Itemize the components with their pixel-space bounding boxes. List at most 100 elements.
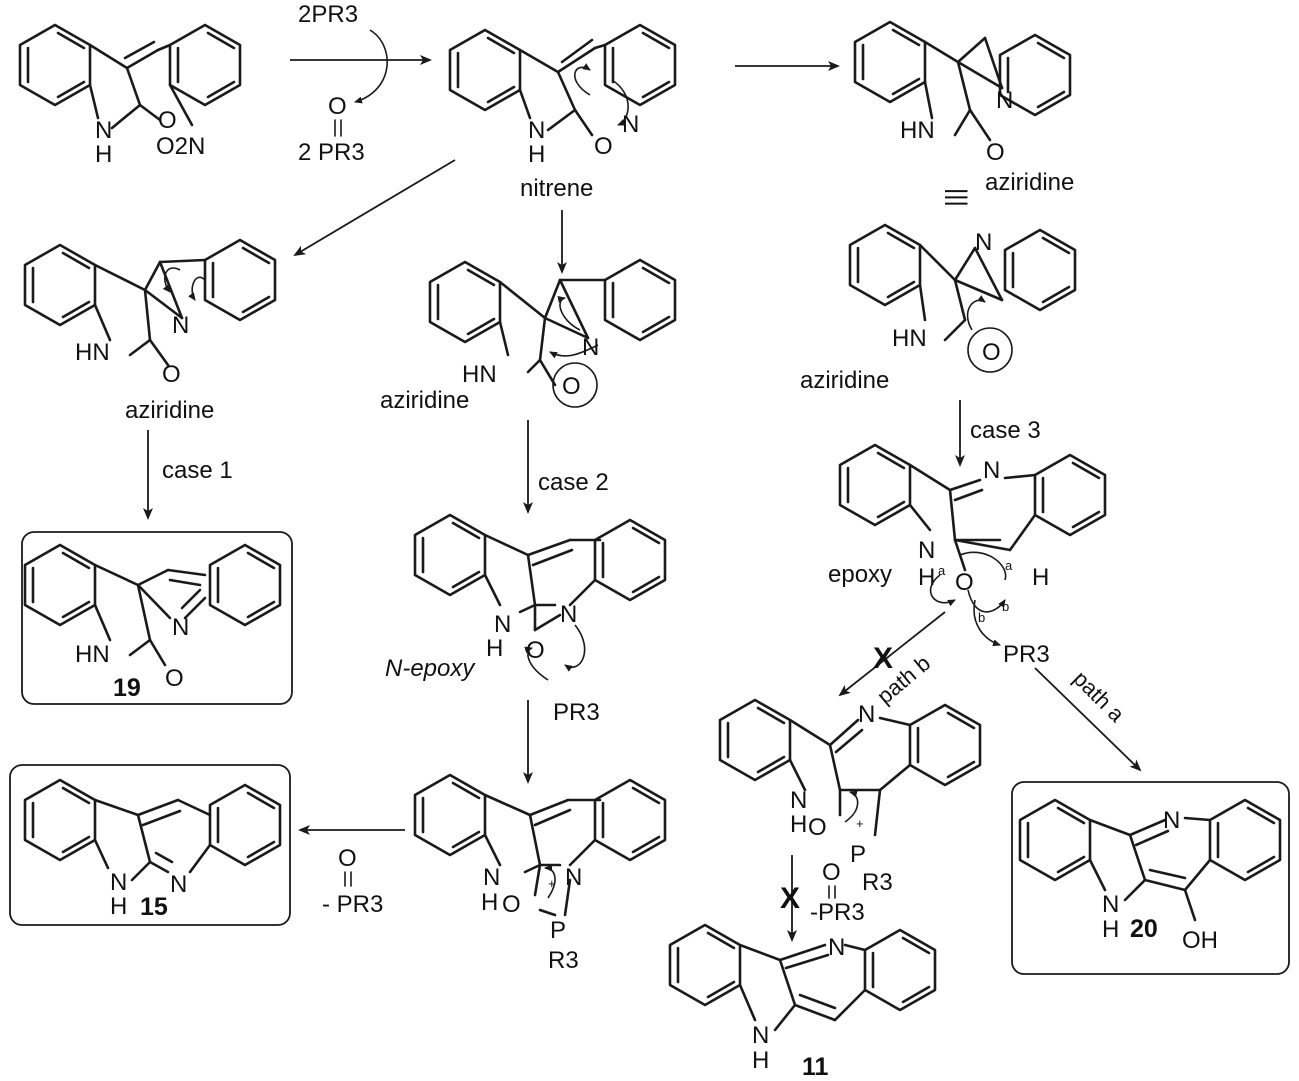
compound-15: N H N (23, 778, 282, 920)
atom-label: R3 (862, 869, 893, 896)
aziridine-label: aziridine (985, 169, 1074, 196)
atom-label: H (481, 889, 498, 916)
arrow-path-a (1034, 667, 1142, 772)
pathway-letter: a (1005, 558, 1013, 573)
aziridine-right: N HN O (848, 223, 1077, 373)
blocked-cross: X (780, 882, 800, 915)
atom-label: H (1102, 916, 1119, 943)
atom-label: P (550, 917, 566, 944)
atom-label: N (110, 869, 127, 896)
reagent-oxide: 2 PR3 (298, 139, 365, 166)
atom-label: O (502, 891, 521, 918)
atom-label: HN (462, 361, 497, 388)
atom-label: R3 (548, 947, 579, 974)
atom-label: N (752, 1022, 769, 1049)
compound-number: 15 (140, 893, 168, 921)
atom-label: N (996, 87, 1013, 114)
atom-label: N (828, 934, 845, 961)
atom-label: H (110, 893, 127, 920)
atom-label: O (982, 339, 1001, 366)
atom-label: N (528, 117, 545, 144)
atom-label: O (986, 139, 1005, 166)
pathway-letter: a (938, 563, 946, 578)
aziridine-middle: N HN O (428, 258, 677, 408)
atom-label: N (483, 864, 500, 891)
aziridine-label: aziridine (380, 387, 469, 414)
compound-19: N HN O (23, 543, 282, 692)
atom-label: N (560, 601, 577, 628)
elim-oxide: -PR3 (810, 899, 865, 926)
elim-o: O (822, 859, 841, 886)
atom-label: N (858, 701, 875, 728)
curly-arrow (354, 29, 388, 104)
atom-label: N (975, 229, 992, 256)
atom-label: N (1163, 807, 1180, 834)
atom-label: O (562, 373, 581, 400)
atom-label: HN (900, 117, 935, 144)
equivalence-symbol: ||| (944, 188, 971, 207)
atom-label: N (172, 312, 189, 339)
compound-15-box (9, 764, 291, 926)
atom-label: H (752, 1047, 769, 1074)
atom-label: O (594, 133, 613, 160)
aziridine-label: aziridine (125, 397, 214, 424)
atom-label: O (526, 637, 545, 664)
n-epoxy-label: N-epoxy (385, 655, 476, 682)
atom-label: N (172, 614, 189, 641)
atom-label: N (983, 457, 1000, 484)
atom-label: H (790, 811, 807, 838)
compound-number: 19 (113, 674, 141, 702)
case1-label: case 1 (162, 457, 233, 484)
atom-label: O (158, 107, 177, 134)
blocked-cross: X (873, 642, 893, 675)
compound-20-box (1011, 781, 1290, 975)
starting-material: O N H O2N (18, 23, 242, 168)
atom-label: N (1102, 891, 1119, 918)
case3-label: case 3 (970, 417, 1041, 444)
atom-label: N (170, 871, 187, 898)
aziridine-top-right: N HN O (853, 20, 1072, 166)
nitrene-structure: O N N H (448, 23, 677, 168)
epoxy-label: epoxy (828, 561, 892, 588)
pr3-reagent: PR3 (1003, 641, 1050, 668)
epoxy-structure: N N H O H a a b b (838, 443, 1107, 647)
atom-label: H (918, 564, 935, 591)
compound-20: N N H OH (1018, 798, 1282, 954)
arrow-to-aziridine-left (293, 159, 456, 257)
n-epoxy-structure: N H N O (413, 513, 667, 681)
atom-label: H (1032, 564, 1049, 591)
atom-label: O2N (156, 133, 205, 160)
elim-o: O (338, 845, 357, 872)
aziridine-left: N HN O (23, 238, 277, 388)
compound-number: 20 (1130, 915, 1158, 943)
path-b-intermediate: N N H O + P R3 (718, 698, 982, 896)
atom-label: N (918, 537, 935, 564)
charge: + (856, 816, 864, 831)
atom-label: N (494, 611, 511, 638)
atom-label: H (95, 141, 112, 168)
reagent-oxide-o: O (328, 93, 347, 120)
atom-label: N (565, 864, 582, 891)
case2-label: case 2 (538, 469, 609, 496)
atom-label: O (955, 569, 974, 596)
atom-label: O (808, 814, 827, 841)
pr3-reagent: PR3 (553, 699, 600, 726)
atom-label: O (165, 665, 184, 692)
atom-label: HN (892, 325, 927, 352)
atom-label: N (95, 117, 112, 144)
charge: + (548, 876, 556, 891)
elim-oxide: - PR3 (322, 891, 383, 918)
compound-number: 11 (802, 1053, 829, 1081)
atom-label: N (582, 334, 599, 361)
compound-11: N N H (668, 923, 937, 1074)
pathway-letter: b (1002, 599, 1009, 614)
atom-label: P (850, 841, 866, 868)
compound-19-box (21, 531, 293, 705)
arrow-path-b (838, 611, 946, 697)
phospho-intermediate: N H N O + P R3 (413, 773, 667, 974)
atom-label: H (486, 635, 503, 662)
atom-label: O (162, 361, 181, 388)
atom-label: HN (75, 339, 110, 366)
atom-label: OH (1182, 927, 1218, 954)
